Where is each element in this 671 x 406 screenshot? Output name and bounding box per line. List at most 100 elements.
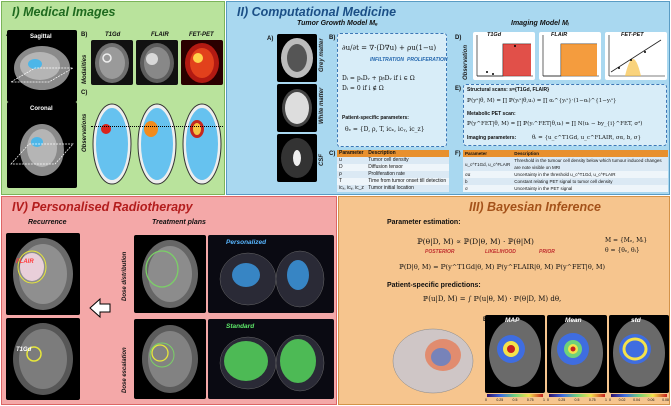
label-b: B) [329, 35, 336, 41]
label-e: E) [455, 86, 461, 92]
tick: 0.5 [574, 398, 580, 402]
tick: 0.06 [647, 398, 655, 402]
recurrence-title: Recurrence [28, 219, 67, 226]
fet-pet-header: FET-PET [189, 32, 214, 38]
t1gd-label: T1Gd [16, 347, 32, 353]
cell: Tumor initial location [366, 185, 449, 192]
structural-title: Structural scans: s={T1Gd, FLAIR} [467, 87, 550, 93]
cell: icₓ, icᵧ, ic_z [337, 185, 367, 192]
white-matter-label: White matter [319, 87, 325, 124]
table-header: Parameter [337, 150, 367, 157]
prior-label: PRIOR [539, 249, 555, 255]
cell: Constant relating PET signal to tumor ce… [512, 178, 668, 185]
panel-personalised-radiotherapy: IV) Personalised Radiotherapy Recurrence… [1, 196, 337, 405]
imaging-params-label: Imaging parameters: [467, 135, 517, 141]
colorbar-map [487, 394, 543, 397]
plot-t1gd-title: T1Gd [487, 32, 502, 38]
tick: 0.04 [633, 398, 640, 402]
observation-axis-label: Observation [463, 44, 469, 80]
label-f: F) [455, 151, 461, 157]
table-header: Description [512, 150, 668, 157]
posterior-label: POSTERIOR [425, 249, 455, 255]
personalized-plan-image [208, 235, 334, 313]
panel-medical-images: I) Medical Images A) Sagittal Coronal B)… [1, 1, 225, 195]
structural-equation: ℙ(yˢ|θ, M) = ∏ ℙ(yᵢˢ|θ,uᵢ) = ∏ αᵢ^{yᵢˢ}·… [467, 98, 617, 104]
personalized-label: Personalized [226, 239, 267, 246]
model-definition: M = {Mₑ, Mᵢ} [605, 237, 648, 244]
recurrence-t1gd-image [6, 318, 80, 400]
plot-fet-pet [605, 32, 667, 80]
observation-flair [136, 99, 178, 189]
grey-matter-image [277, 34, 317, 82]
parameter-estimation-title: Parameter estimation: [387, 219, 461, 226]
tick: 0 [609, 398, 611, 402]
panel-title: II) Computational Medicine [237, 5, 397, 19]
pde-box [337, 33, 447, 147]
infiltration-label: INFILTRATION [370, 57, 404, 63]
label-a: A) [267, 36, 274, 42]
tick: 0.08 [662, 398, 669, 402]
tick: 1 [543, 398, 545, 402]
treatment-plans-title: Treatment plans [152, 219, 206, 226]
cell: Tumor cell density [366, 157, 449, 164]
cell: Threshold in the tumour cell density bel… [512, 157, 668, 171]
patient-params-label: Patient-specific parameters: [342, 115, 409, 121]
tumor-model-title: Tumor Growth Model Mₑ [297, 20, 378, 27]
pet-equation: ℙ(y^FET|θ, M) = ∏ ℙ(yᵢ^FET|θ,uᵢ) = ∏ N(u… [467, 121, 643, 127]
tick: 1 [605, 398, 607, 402]
mean-label: Mean [565, 317, 582, 324]
plot-fet-pet-title: FET-PET [621, 32, 644, 38]
standard-label: Standard [226, 323, 255, 330]
panel-computational-medicine: II) Computational Medicine Tumor Growth … [226, 1, 670, 195]
prediction-equation: ℙ(u|D, M) = ∫ ℙ(u|θ, M) · ℙ(θ|D, M) dθ, [423, 295, 562, 303]
label-c: C) [81, 90, 88, 96]
prediction-3d-brain [387, 315, 479, 401]
cell: Time from tumor onset till detection [366, 178, 449, 185]
cell: σ [463, 185, 513, 192]
tick: 0.02 [618, 398, 626, 402]
coronal-brain-image [7, 102, 77, 188]
t1gd-image [91, 40, 133, 85]
cell: Uncertainty in the threshold u_c^T1Gd, u… [512, 171, 668, 178]
label-b: B) [81, 32, 88, 38]
dose-distribution-image [134, 235, 206, 313]
mean-image [547, 315, 607, 393]
tick: 0 [485, 398, 487, 402]
imaging-model-title: Imaging Model Mᵢ [511, 20, 569, 27]
plot-t1gd [473, 32, 535, 80]
plot-flair [539, 32, 601, 80]
table-header: Description [366, 150, 449, 157]
imaging-box [463, 84, 667, 146]
std-label: std [631, 317, 641, 324]
proliferation-label: PROLIFERATION [407, 57, 448, 63]
cell: σα [463, 171, 513, 178]
diffusion-eq-1: Dᵢ = pₛDᵥ + pᵦDᵥ if i ∈ Ω [342, 75, 415, 82]
colorbar-ticks-std: 0 0.02 0.04 0.06 0.08 [609, 398, 669, 402]
flair-label: FLAIR [16, 259, 34, 265]
cell: b [463, 178, 513, 185]
tick: 0.5 [512, 398, 518, 402]
table-header: Parameter [463, 150, 513, 157]
fet-pet-image [181, 40, 223, 85]
tick: 0.75 [588, 398, 596, 402]
white-matter-image [277, 84, 317, 132]
observation-t1gd [91, 99, 133, 189]
flair-header: FLAIR [151, 32, 169, 38]
pde-equation: ∂u/∂t = ∇·(D∇u) + ρu(1−u) [342, 44, 437, 52]
csf-label: CSF [319, 154, 325, 166]
cell: Diffusion tensor [366, 164, 449, 171]
grey-matter-label: Grey matter [319, 38, 325, 72]
cell: Uncertainty in the PET signal [512, 185, 668, 192]
predictions-title: Patient-specific predictions: [387, 282, 481, 289]
observation-dotted-line [91, 126, 223, 127]
observations-axis-label: Observations [82, 113, 88, 152]
